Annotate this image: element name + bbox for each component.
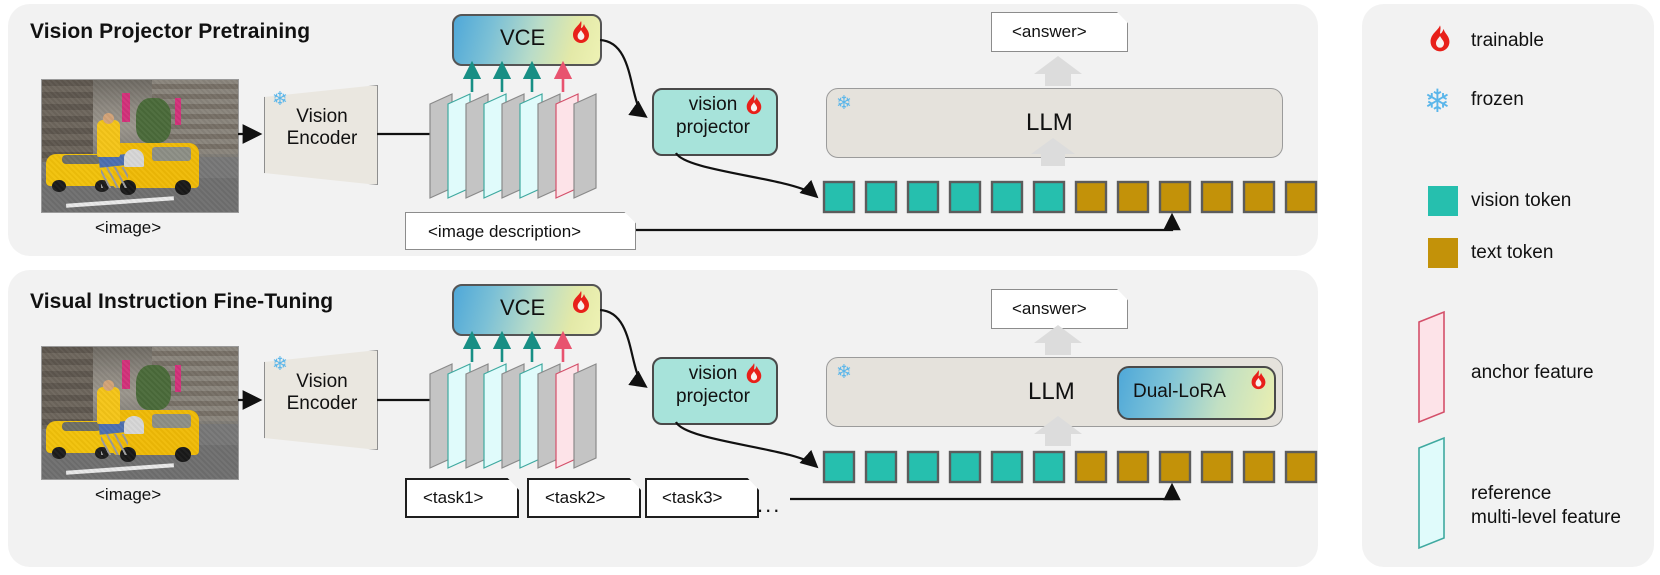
legend-label-anchor-feature: anchor feature — [1471, 362, 1594, 383]
image-caption-bottom: <image> — [95, 485, 162, 504]
input-image-top — [41, 79, 239, 213]
legend-reference-line2: multi-level feature — [1471, 506, 1621, 528]
vision-encoder-label-line1-bottom: Vision — [296, 371, 348, 392]
task-box-1 — [405, 478, 519, 518]
legend-label-vision-token: vision token — [1471, 190, 1572, 211]
legend-swatch-vision-token — [1428, 186, 1458, 216]
vce-label-bottom: VCE — [500, 295, 546, 320]
dual-lora-block[interactable] — [1117, 366, 1276, 420]
task-label-3: <task3> — [662, 488, 723, 507]
llm-label-top: LLM — [1026, 109, 1073, 136]
image-description-box — [405, 212, 636, 250]
task-ellipsis: ... — [757, 492, 782, 517]
task-box-3 — [645, 478, 759, 518]
flame-icon-projector-bottom — [744, 362, 764, 391]
vision-projector-line1-bottom: vision — [688, 363, 738, 384]
vision-encoder-label-line2: Encoder — [286, 128, 358, 150]
flame-icon-projector-top — [744, 93, 764, 122]
flame-icon-dual-lora — [1249, 369, 1268, 397]
legend-label-reference-feature: reference multi-level feature — [1471, 482, 1621, 530]
vce-label-top: VCE — [500, 25, 546, 50]
snowflake-icon-llm-top: ❄ — [836, 93, 852, 114]
image-caption-top: <image> — [95, 218, 162, 237]
vision-projector-line1: vision — [688, 94, 738, 115]
snowflake-icon-legend: ❄ — [1424, 83, 1451, 119]
flame-icon-legend — [1427, 24, 1453, 60]
flame-icon-vce-top — [570, 20, 592, 51]
snowflake-icon-encoder-top: ❄ — [272, 89, 288, 110]
vision-encoder-label-top: Vision Encoder — [276, 106, 368, 151]
legend-reference-line1: reference — [1471, 483, 1552, 504]
answer-box-bottom — [991, 289, 1128, 329]
task-box-2 — [527, 478, 641, 518]
vision-encoder-bottom — [264, 350, 378, 450]
answer-label-top: <answer> — [1012, 22, 1087, 41]
vision-encoder-label-line1: Vision — [296, 106, 348, 127]
panel-legend — [1362, 4, 1654, 567]
snowflake-icon-llm-bottom: ❄ — [836, 362, 852, 383]
legend-label-trainable: trainable — [1471, 30, 1544, 51]
vision-projector-line2: projector — [676, 116, 750, 138]
vision-projector-label-top: vision projector — [657, 94, 769, 140]
input-image-bottom — [41, 346, 239, 480]
panel-title-pretraining: Vision Projector Pretraining — [30, 20, 311, 43]
legend-label-frozen: frozen — [1471, 89, 1524, 110]
flame-icon-vce-bottom — [570, 290, 592, 321]
task-label-2: <task2> — [545, 488, 606, 507]
vision-projector-label-bottom: vision projector — [657, 363, 769, 409]
answer-box-top — [991, 12, 1128, 52]
image-description-label: <image description> — [428, 222, 582, 241]
answer-label-bottom: <answer> — [1012, 299, 1087, 318]
vision-projector-line2-bottom: projector — [676, 385, 750, 407]
legend-swatch-text-token — [1428, 238, 1458, 268]
snowflake-icon-encoder-bottom: ❄ — [272, 354, 288, 375]
legend-label-text-token: text token — [1471, 242, 1554, 263]
task-label-1: <task1> — [423, 488, 484, 507]
dual-lora-label: Dual-LoRA — [1133, 381, 1226, 402]
panel-title-finetuning: Visual Instruction Fine-Tuning — [30, 290, 334, 313]
vision-encoder-label-bottom: Vision Encoder — [276, 371, 368, 416]
vision-encoder-label-line2-bottom: Encoder — [286, 393, 358, 415]
llm-label-bottom: LLM — [1028, 378, 1075, 405]
